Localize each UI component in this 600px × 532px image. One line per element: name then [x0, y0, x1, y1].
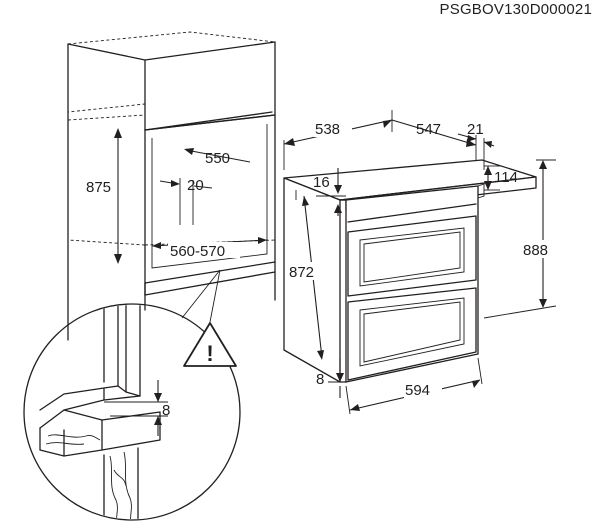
dim-550: 550: [184, 148, 251, 167]
dim-550-label: 550: [205, 150, 230, 167]
dim-8-front-label: 8: [316, 371, 324, 388]
dim-8-detail: 8: [154, 380, 170, 436]
dim-872: 872: [288, 190, 326, 360]
dim-875-label: 875: [86, 179, 111, 196]
drawing-code: PSGBOV130D000021: [440, 1, 592, 18]
dim-888: 888: [483, 159, 560, 319]
dim-594-label: 594: [405, 382, 430, 399]
dim-547-label: 547: [416, 121, 441, 138]
dim-114-label: 114: [494, 169, 518, 186]
dim-594: 594: [345, 357, 483, 415]
warning-exclamation: !: [206, 341, 213, 366]
dim-560-570-label: 560-570: [170, 243, 225, 260]
dim-20: 20: [159, 177, 213, 225]
dim-875: 875: [86, 128, 122, 264]
detail-callout: [23, 269, 241, 521]
dim-114: 114: [484, 165, 518, 191]
dim-888-label: 888: [523, 242, 548, 259]
warning-triangle-icon: !: [183, 322, 237, 367]
dim-872-label: 872: [289, 264, 314, 281]
dim-21-label: 21: [467, 121, 484, 138]
dim-21: 21: [457, 121, 495, 170]
dim-20-label: 20: [187, 177, 204, 194]
dim-560-570: 560-570: [151, 237, 268, 260]
dim-16: 16: [313, 168, 346, 216]
dim-547: 547: [391, 110, 477, 147]
dim-538: 538: [283, 119, 393, 170]
cabinet-niche: [67, 31, 276, 341]
dim-8-front: 8: [316, 358, 346, 398]
dim-8-detail-label: 8: [162, 402, 170, 419]
dim-538-label: 538: [315, 121, 340, 138]
dim-16-label: 16: [313, 174, 330, 191]
